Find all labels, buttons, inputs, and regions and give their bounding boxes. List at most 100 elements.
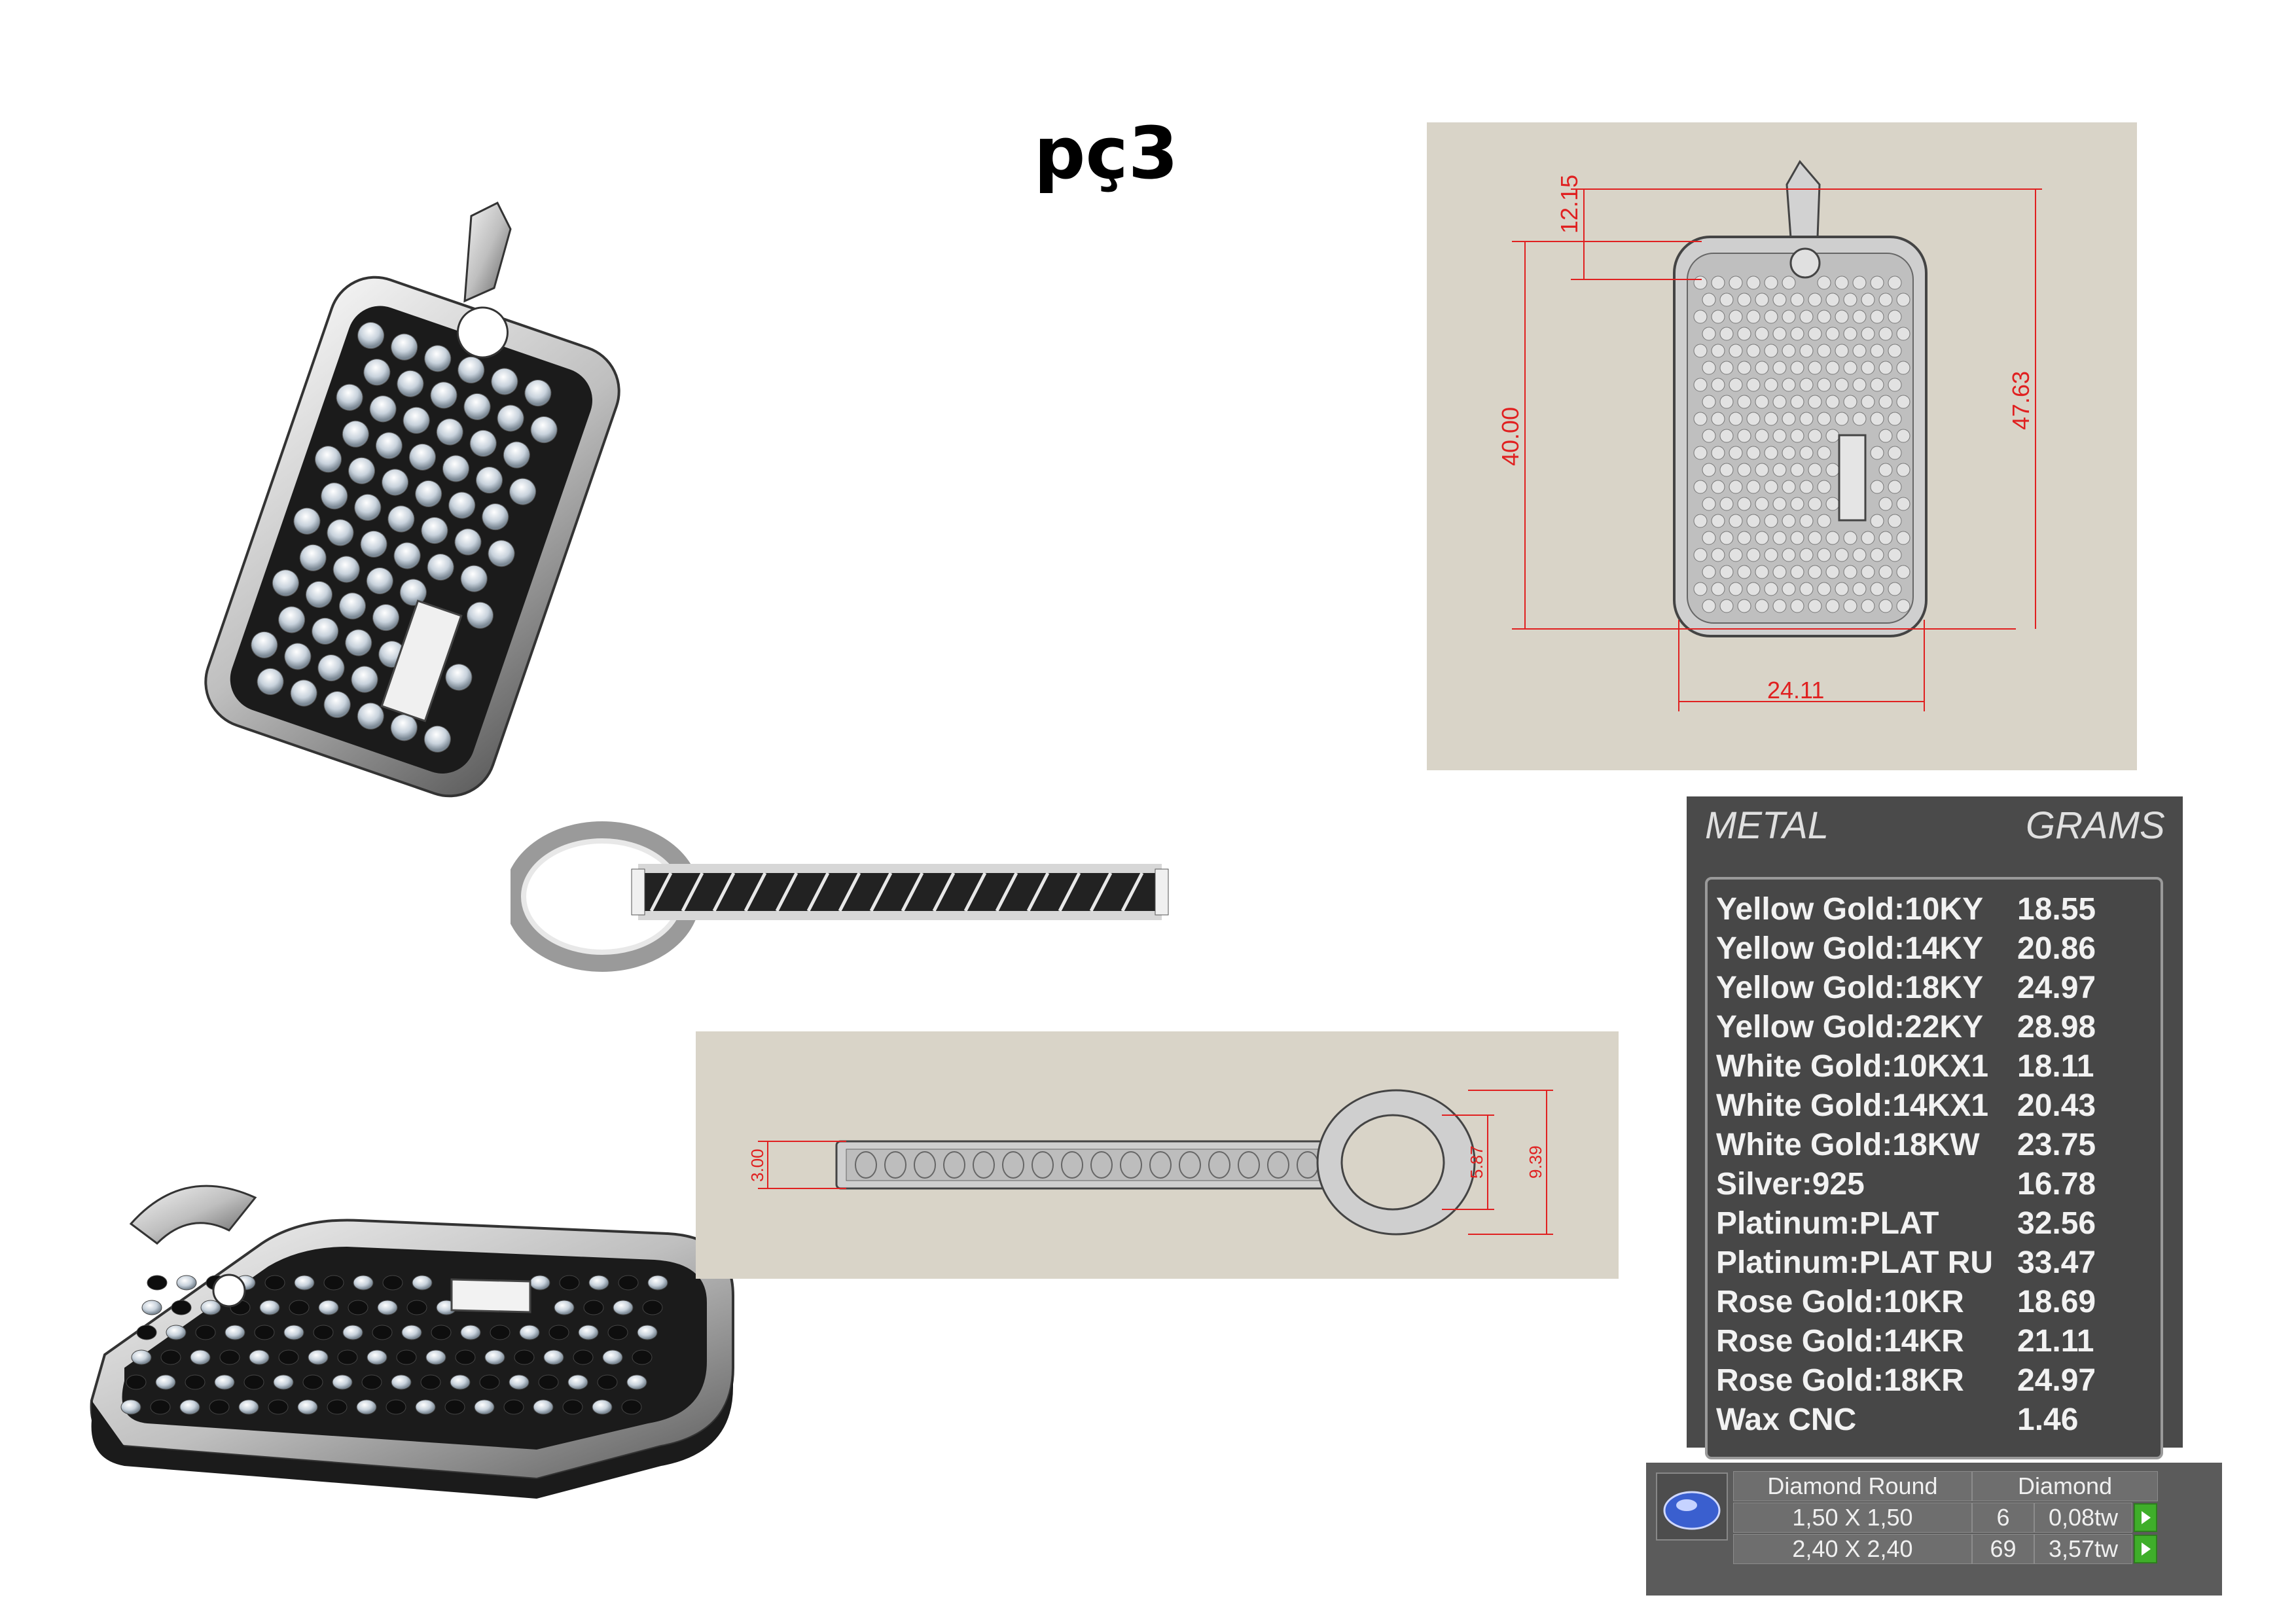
diamond-stone	[299, 544, 327, 571]
diamond-row-1-play-button[interactable]	[2134, 1503, 2157, 1532]
metal-name: Yellow Gold:14KY	[1716, 931, 1984, 966]
diamond-stone	[1729, 276, 1743, 290]
diamond-stone	[1843, 531, 1857, 545]
diamond-stone	[1825, 497, 1840, 511]
diamond-stone	[1764, 548, 1778, 562]
side-tech-stone	[943, 1151, 965, 1179]
diamond-stone	[1843, 599, 1857, 613]
diamond-stone	[289, 1300, 310, 1315]
diamond-stone	[345, 629, 372, 656]
diamond-stone	[1737, 327, 1751, 341]
diamond-shape-header: Diamond Round	[1733, 1471, 1972, 1501]
diamond-stone	[509, 478, 537, 505]
diamond-stone	[348, 457, 376, 484]
diamond-stone	[1799, 310, 1814, 324]
diamond-type-header: Diamond	[1972, 1471, 2158, 1501]
diamond-stone	[1817, 446, 1831, 460]
diamond-stone	[1746, 446, 1761, 460]
diamond-stone	[1852, 310, 1867, 324]
diamond-stone	[1861, 395, 1875, 409]
diamond-stone	[1737, 531, 1751, 545]
diamond-stone	[1878, 531, 1893, 545]
diamond-stone	[1896, 361, 1910, 375]
diamond-stone	[530, 416, 558, 444]
diamond-stone	[1790, 361, 1804, 375]
diamond-stone	[377, 1300, 398, 1315]
diamond-stone	[1772, 565, 1787, 579]
diamond-stone	[254, 1325, 275, 1340]
side-hatch-line	[1026, 872, 1050, 912]
diamond-stone	[1711, 412, 1725, 426]
diamond-stone	[224, 1325, 245, 1340]
diamond-stone	[195, 1325, 216, 1340]
diamond-stone	[342, 1325, 363, 1340]
diamond-stone	[1737, 599, 1751, 613]
diamond-stone	[1764, 446, 1778, 460]
metal-header: METAL	[1705, 804, 1829, 847]
diamond-stone	[1825, 531, 1840, 545]
metal-grams: 23.75	[2017, 1128, 2096, 1162]
diamond-stone	[1693, 480, 1708, 494]
diamond-stone	[1782, 378, 1796, 392]
diamond-stone	[503, 441, 530, 469]
diamond-stone	[424, 345, 452, 372]
diamond-stone	[369, 395, 397, 423]
metal-name: Rose Gold:18KR	[1716, 1363, 1964, 1398]
diamond-stone	[1782, 446, 1796, 460]
diamond-row-2-play-button[interactable]	[2134, 1535, 2157, 1563]
diamond-stone	[312, 617, 339, 645]
diamond-stone	[150, 1399, 171, 1415]
diamond-stone	[357, 702, 384, 730]
side-hatch-line	[932, 872, 956, 912]
diamond-stone	[268, 1399, 289, 1415]
metal-grams: 18.11	[2017, 1049, 2094, 1084]
diamond-stone	[1799, 514, 1814, 528]
diamond-stone	[592, 1399, 613, 1415]
diamond-stone	[1719, 361, 1734, 375]
diamond-stone	[1835, 412, 1849, 426]
diamond-stone	[1835, 310, 1849, 324]
diamond-stone	[259, 1300, 280, 1315]
metal-name: White Gold:14KX1	[1716, 1088, 1989, 1123]
diamond-stone	[412, 1275, 433, 1291]
diamond-stone	[1861, 599, 1875, 613]
diamond-stone	[1878, 395, 1893, 409]
diamond-stone	[497, 404, 524, 432]
diamond-stone	[602, 1349, 623, 1365]
diamond-stone	[1772, 497, 1787, 511]
diamond-stone	[1808, 395, 1822, 409]
metal-grams: 1.46	[2017, 1402, 2079, 1437]
side-hatch-line	[649, 872, 673, 912]
diamond-stone	[391, 1374, 412, 1390]
diamond-stone	[1737, 293, 1751, 307]
metal-name: Yellow Gold:18KY	[1716, 971, 1984, 1005]
diamond-stone	[1843, 327, 1857, 341]
diamond-stone	[302, 1374, 323, 1390]
diamond-stone	[327, 519, 354, 546]
diamond-stone	[1746, 582, 1761, 596]
diamond-stone	[348, 1300, 368, 1315]
diamond-stone	[415, 1399, 436, 1415]
diamond-stone	[278, 1349, 299, 1365]
diamond-weight: 3,57tw	[2034, 1534, 2132, 1564]
diamond-stone	[1711, 548, 1725, 562]
diamond-stone	[1746, 310, 1761, 324]
diamond-stone	[1746, 480, 1761, 494]
dim-ring-outer: 9.39	[1526, 1145, 1545, 1179]
diamond-stone	[1870, 412, 1884, 426]
diamond-stone	[1808, 565, 1822, 579]
diamond-stone	[423, 725, 451, 753]
diamond-stone	[1746, 412, 1761, 426]
metal-name: Rose Gold:10KR	[1716, 1285, 1964, 1319]
diamond-stone	[448, 491, 476, 519]
diamond-stone	[1790, 293, 1804, 307]
diamond-stone	[1782, 344, 1796, 358]
diamond-stone	[1896, 463, 1910, 477]
diamond-stone	[284, 643, 312, 670]
diamond-stone	[1790, 531, 1804, 545]
diamond-stone	[1817, 514, 1831, 528]
diamond-stone	[538, 1374, 559, 1390]
